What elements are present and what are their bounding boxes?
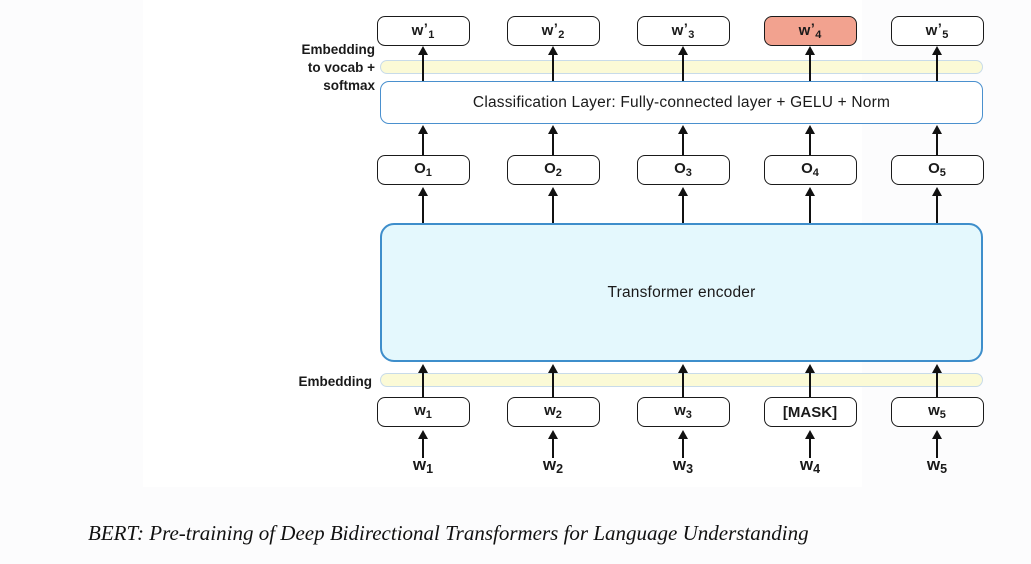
output-token-box: w’3 bbox=[636, 16, 730, 46]
input-word-label: w4 bbox=[764, 455, 857, 477]
up-arrow-icon bbox=[417, 125, 429, 155]
up-arrow-icon bbox=[804, 364, 816, 397]
up-arrow-icon bbox=[547, 125, 559, 155]
hidden-state-box: O1 bbox=[376, 155, 470, 185]
embedding-label: Embedding bbox=[298, 374, 373, 389]
diagram-panel: Embedding to vocab + softmax Classificat… bbox=[143, 0, 984, 487]
vocab-label-line2: to vocab + bbox=[307, 60, 375, 75]
input-word-label: w5 bbox=[891, 455, 984, 477]
token-text: w1 bbox=[414, 402, 432, 421]
up-arrow-icon bbox=[931, 46, 943, 81]
output-token-box: w’2 bbox=[506, 16, 600, 46]
up-arrow-icon bbox=[931, 187, 943, 223]
input-token-box: w1 bbox=[376, 397, 470, 427]
token-text: w’5 bbox=[925, 20, 949, 41]
hidden-state-box: O2 bbox=[506, 155, 600, 185]
token-text: O3 bbox=[674, 160, 692, 179]
token-text: w3 bbox=[674, 402, 692, 421]
up-arrow-icon bbox=[547, 364, 559, 397]
up-arrow-icon bbox=[677, 187, 689, 223]
input-token-box: w5 bbox=[890, 397, 984, 427]
token-text: O1 bbox=[414, 160, 432, 179]
up-arrow-icon bbox=[931, 125, 943, 155]
up-arrow-icon bbox=[417, 364, 429, 397]
classification-layer-label: Classification Layer: Fully-connected la… bbox=[472, 93, 891, 111]
hidden-state-box: O4 bbox=[763, 155, 857, 185]
token-text: w2 bbox=[542, 455, 564, 476]
output-token-box: w’4 bbox=[763, 16, 857, 46]
embedding-bar bbox=[380, 373, 983, 387]
token-text: O5 bbox=[928, 160, 946, 179]
token-text: w’3 bbox=[671, 20, 695, 41]
token-text: w3 bbox=[672, 455, 694, 476]
up-arrow-icon bbox=[417, 46, 429, 81]
up-arrow-icon bbox=[931, 430, 943, 458]
up-arrow-icon bbox=[804, 125, 816, 155]
transformer-encoder-label: Transformer encoder bbox=[607, 283, 756, 301]
output-token-box: w’5 bbox=[890, 16, 984, 46]
input-word-label: w1 bbox=[377, 455, 470, 477]
up-arrow-icon bbox=[931, 364, 943, 397]
embedding-to-vocab-softmax-label: Embedding to vocab + softmax bbox=[286, 41, 376, 95]
up-arrow-icon bbox=[417, 187, 429, 223]
up-arrow-icon bbox=[677, 46, 689, 81]
token-text: w’4 bbox=[798, 20, 822, 41]
token-text: w4 bbox=[799, 455, 821, 476]
up-arrow-icon bbox=[547, 187, 559, 223]
up-arrow-icon bbox=[547, 430, 559, 458]
up-arrow-icon bbox=[804, 187, 816, 223]
up-arrow-icon bbox=[547, 46, 559, 81]
up-arrow-icon bbox=[677, 430, 689, 458]
figure-caption: BERT: Pre-training of Deep Bidirectional… bbox=[88, 521, 809, 545]
hidden-state-box: O3 bbox=[636, 155, 730, 185]
token-text: w1 bbox=[412, 455, 434, 476]
token-text: w’2 bbox=[541, 20, 565, 41]
token-text: [MASK] bbox=[782, 403, 838, 421]
token-text: O2 bbox=[544, 160, 562, 179]
vocab-softmax-embedding-bar bbox=[380, 60, 983, 74]
token-text: O4 bbox=[801, 160, 819, 179]
input-token-box: w3 bbox=[636, 397, 730, 427]
token-text: w5 bbox=[926, 455, 948, 476]
input-word-label: w2 bbox=[507, 455, 600, 477]
transformer-encoder-box: Transformer encoder bbox=[380, 223, 983, 362]
token-text: w5 bbox=[928, 402, 946, 421]
vocab-label-line3: softmax bbox=[323, 78, 375, 93]
token-text: w2 bbox=[544, 402, 562, 421]
input-word-label: w3 bbox=[637, 455, 730, 477]
token-text: w’1 bbox=[411, 20, 435, 41]
up-arrow-icon bbox=[677, 364, 689, 397]
hidden-state-box: O5 bbox=[890, 155, 984, 185]
up-arrow-icon bbox=[804, 430, 816, 458]
up-arrow-icon bbox=[677, 125, 689, 155]
input-token-box: w2 bbox=[506, 397, 600, 427]
classification-layer-box: Classification Layer: Fully-connected la… bbox=[380, 81, 983, 124]
output-token-box: w’1 bbox=[376, 16, 470, 46]
up-arrow-icon bbox=[417, 430, 429, 458]
up-arrow-icon bbox=[804, 46, 816, 81]
vocab-label-line1: Embedding bbox=[301, 42, 376, 57]
input-token-box: [MASK] bbox=[763, 397, 857, 427]
